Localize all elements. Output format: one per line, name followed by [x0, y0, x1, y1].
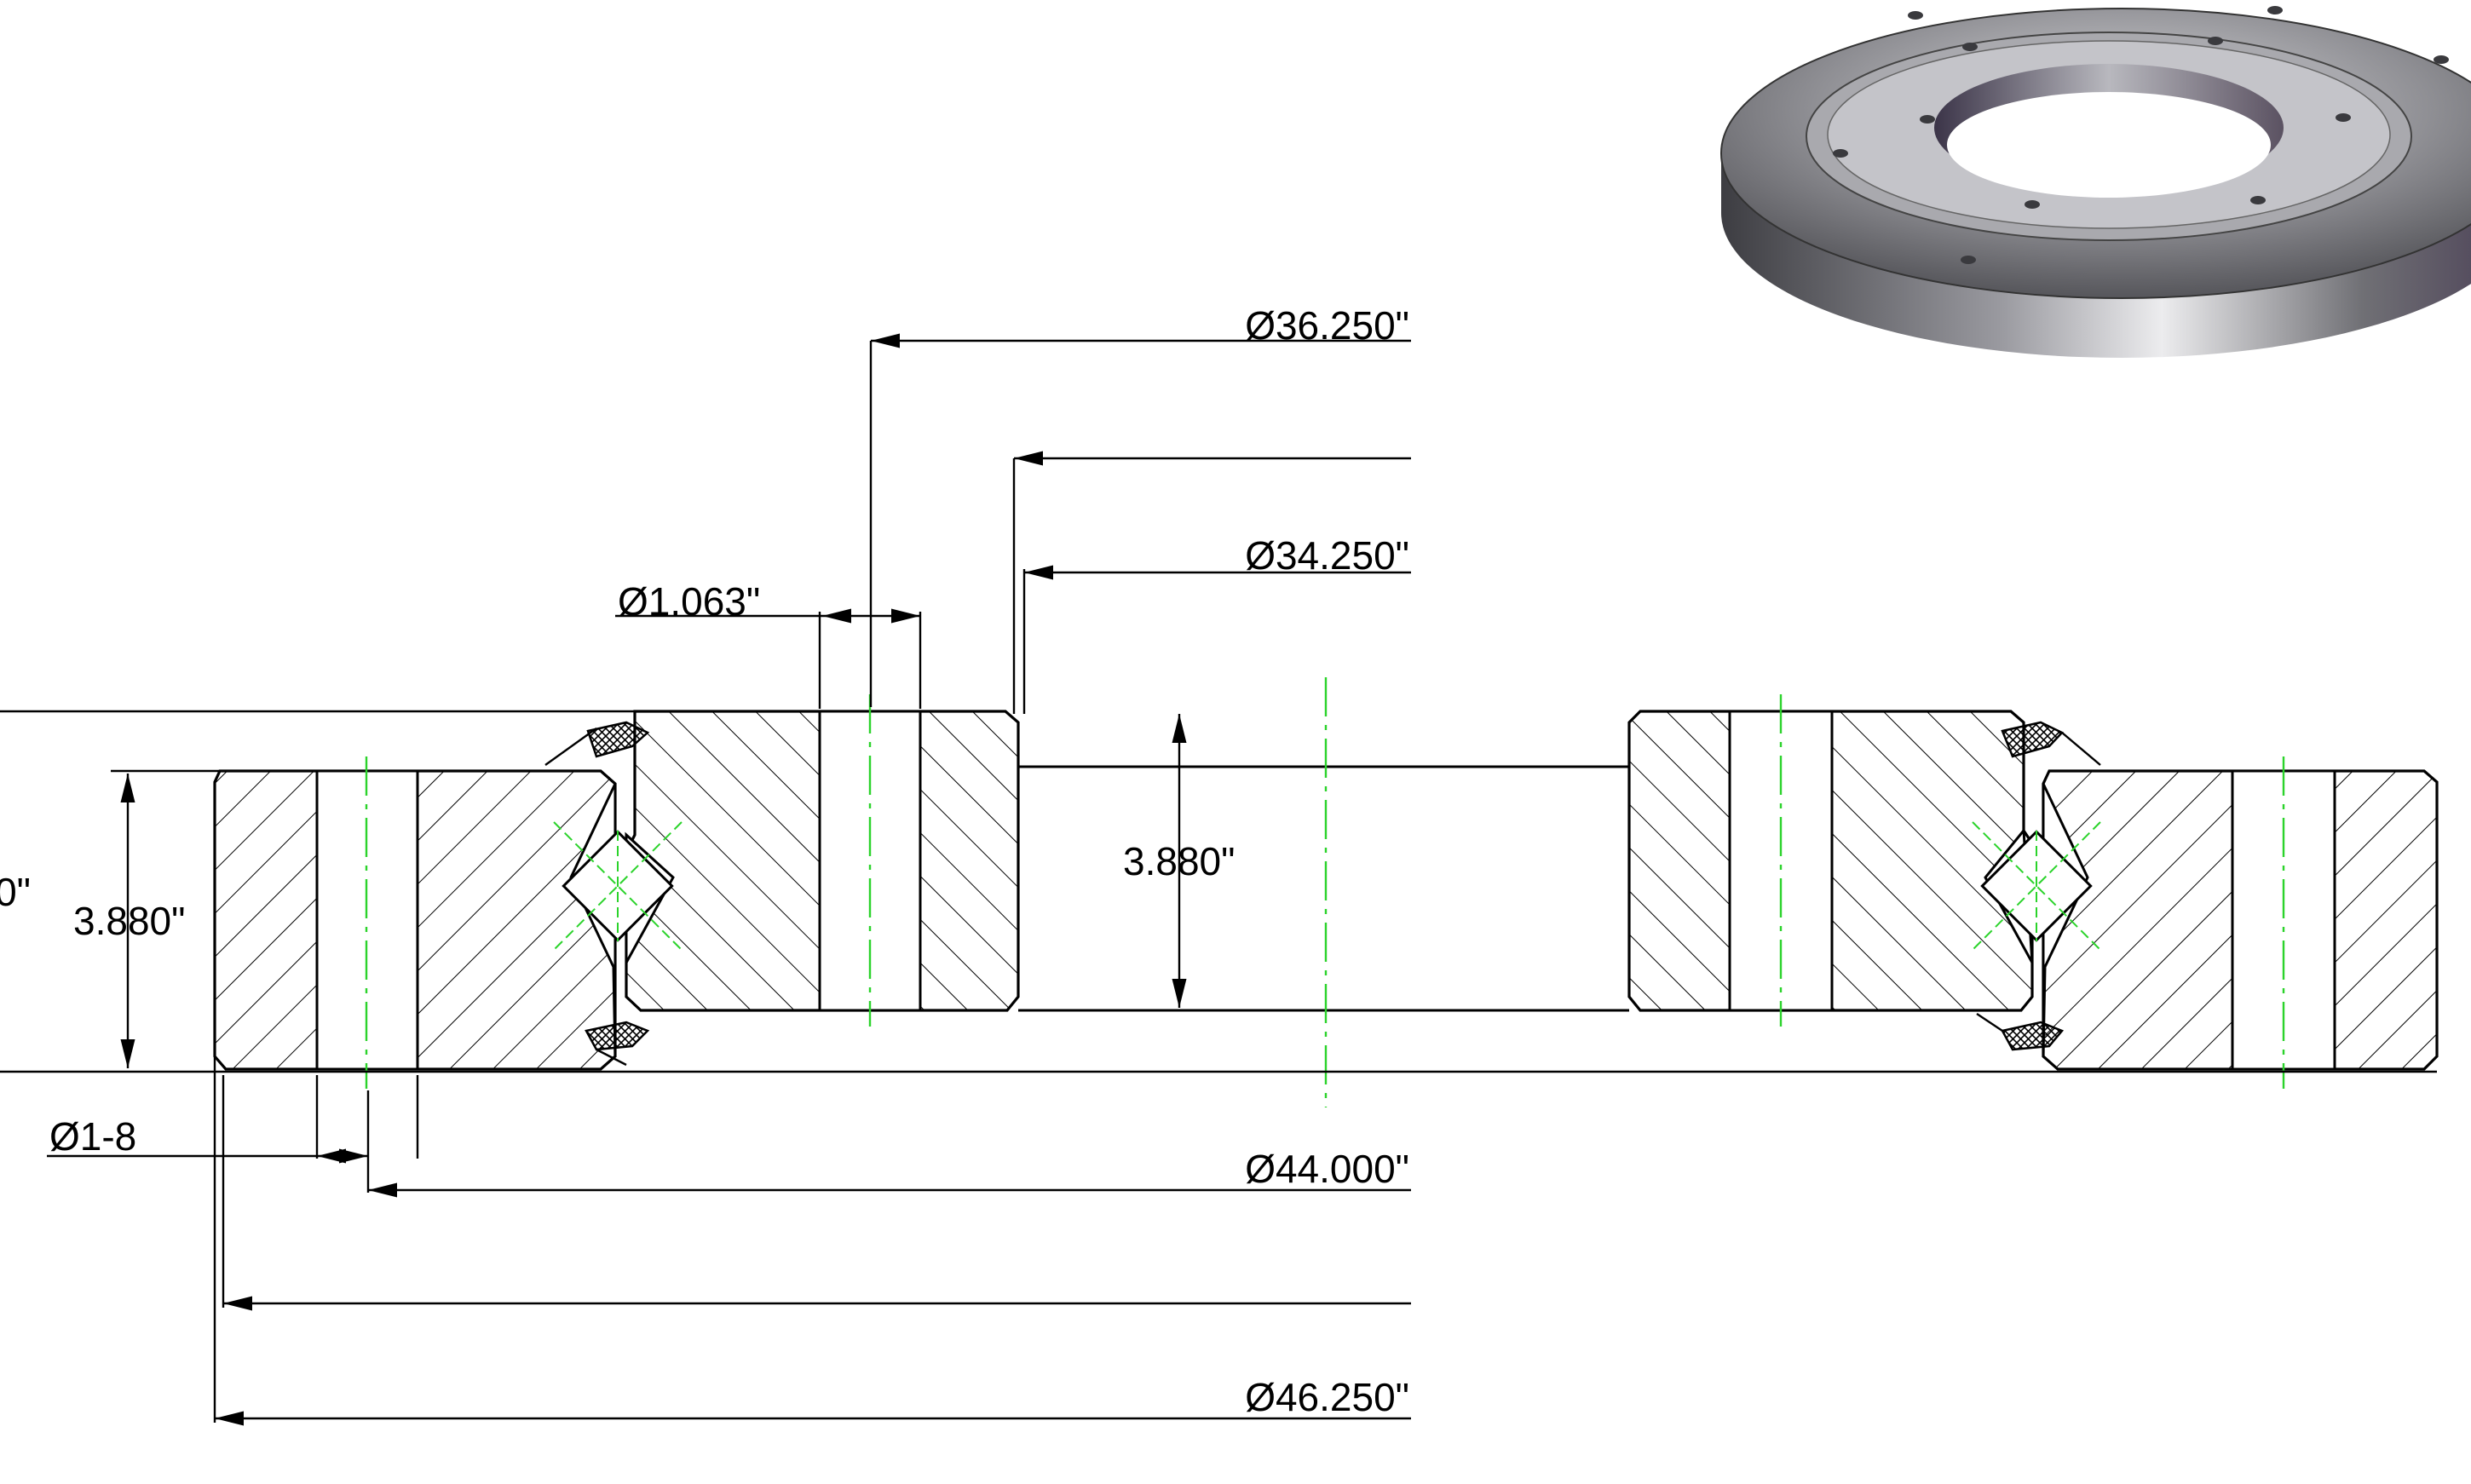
- dim-height-cut: 0": [0, 870, 31, 914]
- dim-holes: Ø1-8: [49, 1114, 136, 1159]
- dim-diameter-44-000: Ø44.000": [1245, 1147, 1409, 1191]
- bearing-3d-render: [1720, 6, 2471, 358]
- dimension-labels: Ø36.250" Ø34.250" Ø1.063" 3.880" 3.880" …: [0, 303, 1409, 1419]
- extension-lines: [0, 341, 2437, 1423]
- left-section: [213, 710, 1020, 1071]
- centerlines: [365, 677, 2285, 1107]
- roller-left: [553, 821, 683, 951]
- dim-height-outer: 3.880": [73, 899, 185, 943]
- dim-diameter-34-250: Ø34.250": [1245, 533, 1409, 578]
- dimension-lines: [47, 333, 1411, 1426]
- right-section: [1627, 710, 2439, 1071]
- dim-diameter-36-250: Ø36.250": [1245, 303, 1409, 348]
- mounting-holes-render: [1833, 6, 2449, 264]
- dim-height-inner: 3.880": [1123, 839, 1235, 883]
- dim-diameter-1-063: Ø1.063": [618, 579, 760, 624]
- dim-diameter-46-250: Ø46.250": [1245, 1375, 1409, 1419]
- roller-right: [1972, 821, 2101, 951]
